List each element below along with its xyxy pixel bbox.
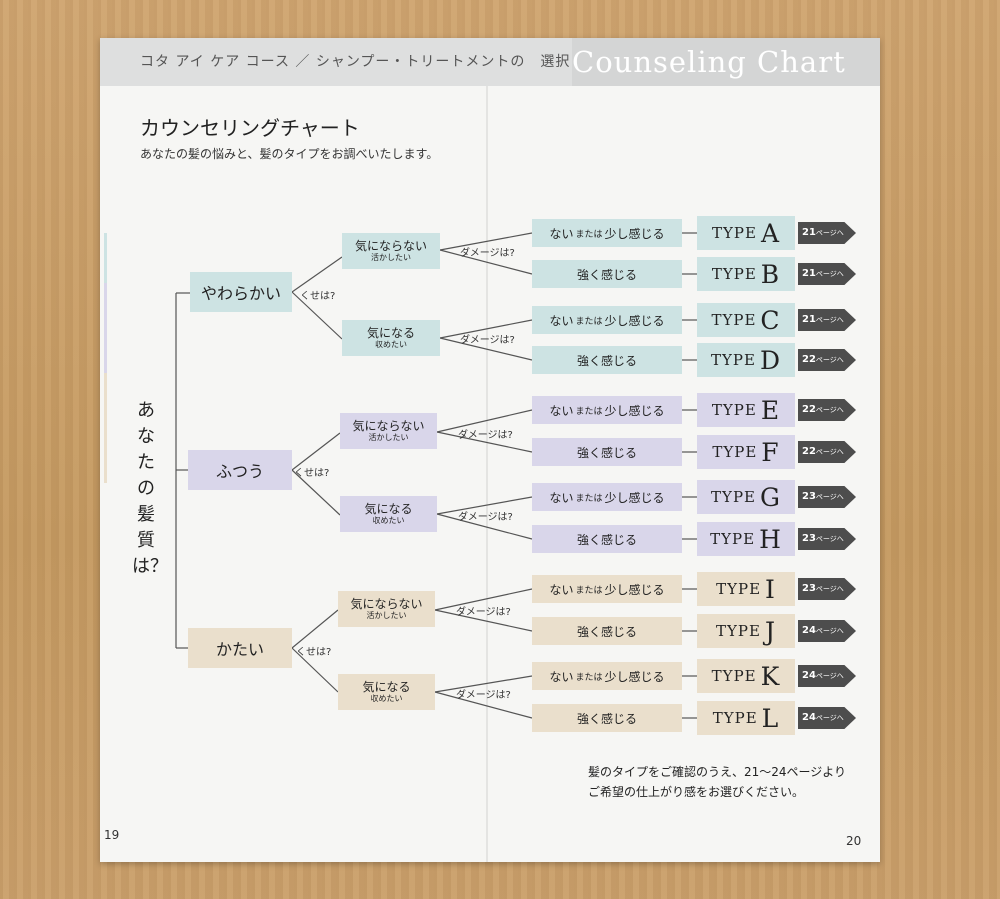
page-arrow-l: 24ページへ bbox=[798, 707, 856, 729]
footer-note-line2: ご希望の仕上がり感をお選びください。 bbox=[588, 785, 805, 799]
texture-hard: かたい bbox=[188, 628, 292, 668]
damage-strong: 強く感じる bbox=[532, 260, 682, 288]
damage-label: ダメージは? bbox=[458, 512, 513, 523]
damage-little: ないまたは少し感じる bbox=[532, 662, 682, 690]
page-arrow-g: 23ページへ bbox=[798, 486, 856, 508]
page-subtitle: あなたの髪の悩みと、髪のタイプをお調べいたします。 bbox=[140, 147, 439, 161]
curl-concerned: 気になる収めたい bbox=[338, 674, 435, 710]
damage-strong: 強く感じる bbox=[532, 346, 682, 374]
root-question: あなたの髪質は？ bbox=[132, 400, 168, 577]
curl-concerned: 気になる収めたい bbox=[342, 320, 440, 356]
edge-accent-sand bbox=[104, 373, 107, 483]
counseling-chart-heading: Counseling Chart bbox=[572, 45, 846, 79]
edge-accent-teal bbox=[104, 233, 107, 283]
curl-concerned: 気になる収めたい bbox=[340, 496, 437, 532]
course-title: コタ アイ ケア コース ／ シャンプー・トリートメントの 選択 bbox=[140, 54, 571, 70]
damage-strong: 強く感じる bbox=[532, 525, 682, 553]
damage-label: ダメージは? bbox=[460, 248, 515, 259]
page-number-left: 19 bbox=[104, 828, 120, 842]
damage-label: ダメージは? bbox=[458, 430, 513, 441]
curl-label: くせは? bbox=[294, 468, 330, 479]
page-number-right: 20 bbox=[846, 834, 862, 848]
damage-strong: 強く感じる bbox=[532, 438, 682, 466]
damage-label: ダメージは? bbox=[456, 690, 511, 701]
header-right-panel: Counseling Chart bbox=[572, 38, 880, 86]
page-arrow-i: 23ページへ bbox=[798, 578, 856, 600]
curl-not-concerned: 気にならない活かしたい bbox=[340, 413, 437, 449]
texture-normal: ふつう bbox=[188, 450, 292, 490]
page-arrow-b: 21ページへ bbox=[798, 263, 856, 285]
damage-little: ないまたは少し感じる bbox=[532, 575, 682, 603]
center-fold bbox=[486, 38, 488, 862]
curl-label: くせは? bbox=[296, 647, 332, 658]
page-arrow-c: 21ページへ bbox=[798, 309, 856, 331]
damage-little: ないまたは少し感じる bbox=[532, 396, 682, 424]
curl-not-concerned: 気にならない活かしたい bbox=[342, 233, 440, 269]
page-arrow-d: 22ページへ bbox=[798, 349, 856, 371]
damage-strong: 強く感じる bbox=[532, 704, 682, 732]
header-bar: コタ アイ ケア コース ／ シャンプー・トリートメントの 選択 Counsel… bbox=[100, 38, 880, 86]
page-arrow-k: 24ページへ bbox=[798, 665, 856, 687]
edge-accent-lavender bbox=[104, 283, 107, 373]
footer-note: 髪のタイプをご確認のうえ、21〜24ページより ご希望の仕上がり感をお選びくださ… bbox=[588, 762, 846, 802]
page-title: カウンセリングチャート bbox=[140, 116, 360, 140]
curl-not-concerned: 気にならない活かしたい bbox=[338, 591, 435, 627]
damage-label: ダメージは? bbox=[456, 607, 511, 618]
page-arrow-h: 23ページへ bbox=[798, 528, 856, 550]
damage-little: ないまたは少し感じる bbox=[532, 483, 682, 511]
footer-note-line1: 髪のタイプをご確認のうえ、21〜24ページより bbox=[588, 765, 847, 779]
texture-soft: やわらかい bbox=[190, 272, 292, 312]
damage-little: ないまたは少し感じる bbox=[532, 306, 682, 334]
page-arrow-f: 22ページへ bbox=[798, 441, 856, 463]
damage-label: ダメージは? bbox=[460, 335, 515, 346]
damage-strong: 強く感じる bbox=[532, 617, 682, 645]
damage-little: ないまたは少し感じる bbox=[532, 219, 682, 247]
page-arrow-e: 22ページへ bbox=[798, 399, 856, 421]
page-arrow-a: 21ページへ bbox=[798, 222, 856, 244]
page-arrow-j: 24ページへ bbox=[798, 620, 856, 642]
curl-label: くせは? bbox=[300, 291, 336, 302]
